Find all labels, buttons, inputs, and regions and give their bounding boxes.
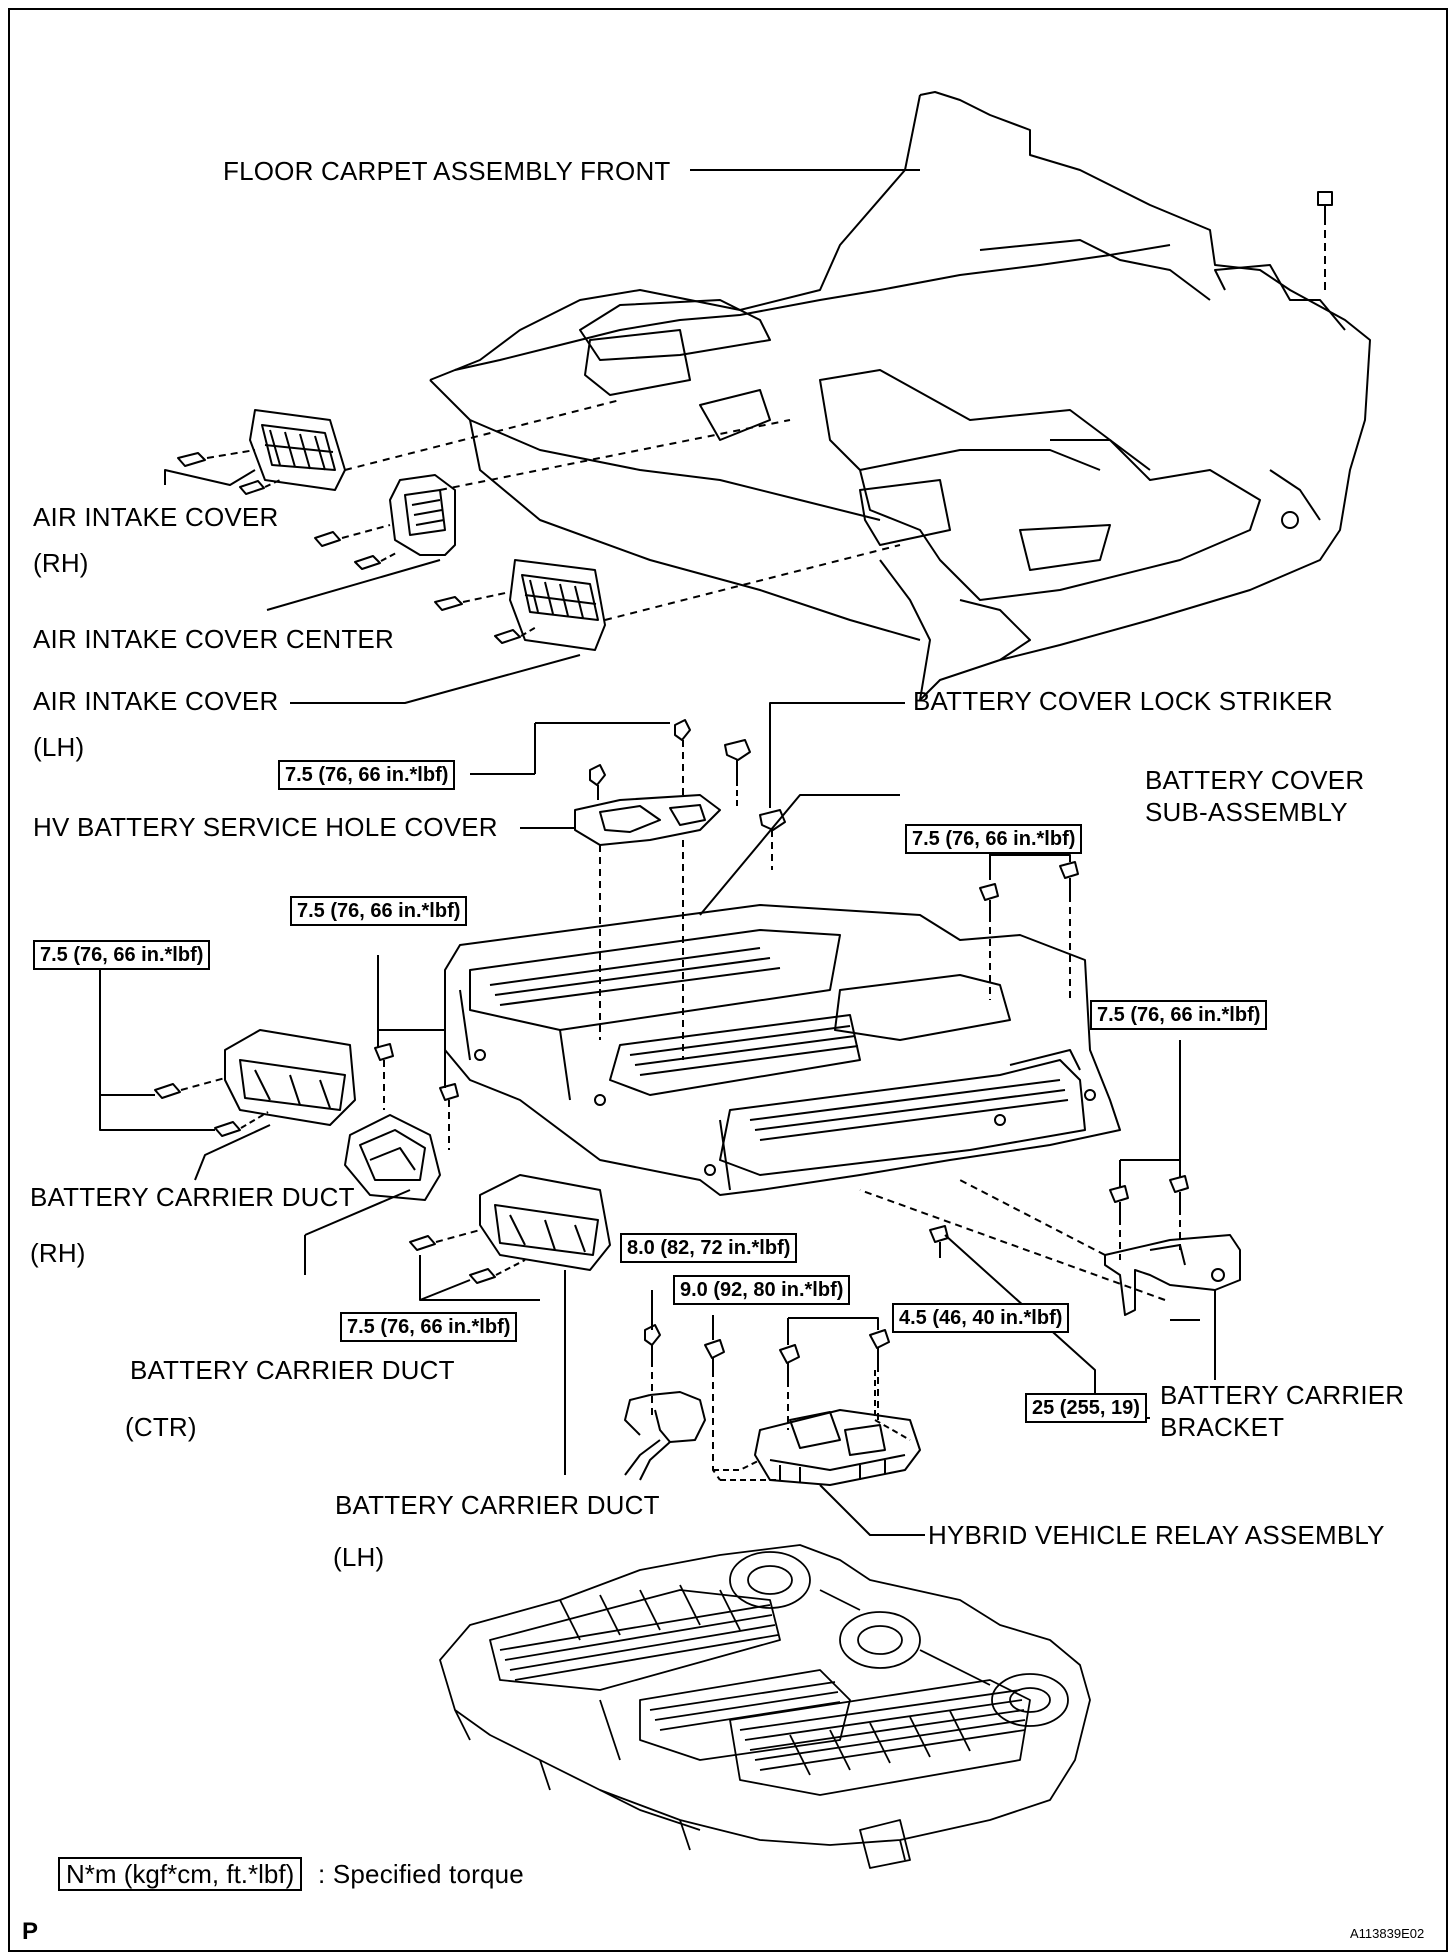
battery-cover-sub-assembly-label-line2: SUB-ASSEMBLY [1145, 797, 1348, 827]
hv-battery-assembly-drawing [439, 1544, 1091, 1869]
battery-carrier-bracket-label-line1: BATTERY CARRIER [1160, 1380, 1405, 1410]
battery-carrier-duct-lh-side-label: (LH) [333, 1542, 385, 1572]
lock-striker-drawing [724, 730, 786, 870]
battery-cover-sub-assembly-label-line1: BATTERY COVER [1145, 765, 1365, 795]
cover-right-bolts-drawing [979, 845, 1079, 1000]
torque-bracket: 7.5 (76, 66 in.*lbf) [1090, 1000, 1268, 1030]
page-mark: P [22, 1918, 39, 1945]
legend-specified-torque-text: : Specified torque [318, 1859, 524, 1889]
hv-battery-service-hole-cover-label: HV BATTERY SERVICE HOLE COVER [33, 812, 498, 842]
air-intake-cover-lh-drawing [290, 544, 901, 704]
battery-carrier-bracket-label-line2: BRACKET [1160, 1412, 1285, 1442]
torque-carrier-bracket: 25 (255, 19) [1025, 1393, 1147, 1423]
air-intake-cover-rh-drawing [164, 399, 621, 495]
legend-torque-unit-box: N*m (kgf*cm, ft.*lbf) [58, 1857, 303, 1891]
carrier-duct-lh-drawing [409, 1174, 611, 1475]
service-hole-cover-drawing [470, 719, 721, 1060]
torque-duct-ctr: 7.5 (76, 66 in.*lbf) [340, 1312, 518, 1342]
battery-carrier-duct-ctr-side-label: (CTR) [125, 1412, 197, 1442]
carpet-clip-drawing [1317, 191, 1333, 290]
battery-cover-drawing [444, 794, 1121, 1196]
battery-carrier-duct-rh-label: BATTERY CARRIER DUCT [30, 1182, 355, 1212]
air-intake-cover-lh-label: AIR INTAKE COVER [33, 686, 279, 716]
relay-assembly-drawing [624, 1290, 925, 1536]
hybrid-vehicle-relay-assembly-label: HYBRID VEHICLE RELAY ASSEMBLY [928, 1520, 1385, 1550]
torque-duct-rh-left: 7.5 (76, 66 in.*lbf) [33, 940, 211, 970]
air-intake-cover-rh-side-label: (RH) [33, 548, 89, 578]
air-intake-cover-rh-label: AIR INTAKE COVER [33, 502, 279, 532]
battery-carrier-duct-lh-label: BATTERY CARRIER DUCT [335, 1490, 660, 1520]
floor-carpet-drawing [429, 91, 1371, 701]
battery-carrier-duct-ctr-label: BATTERY CARRIER DUCT [130, 1355, 455, 1385]
figure-code: A113839E02 [1350, 1926, 1425, 1941]
torque-relay-right: 4.5 (46, 40 in.*lbf) [892, 1303, 1070, 1333]
battery-carrier-duct-rh-side-label: (RH) [30, 1238, 86, 1268]
carrier-bracket-drawing [859, 1040, 1241, 1400]
floor-carpet-label: FLOOR CARPET ASSEMBLY FRONT [223, 156, 671, 186]
torque-relay-left: 8.0 (82, 72 in.*lbf) [620, 1233, 798, 1263]
diagram-frame [8, 8, 1448, 1952]
carrier-duct-rh-drawing [99, 964, 356, 1181]
torque-cover-right: 7.5 (76, 66 in.*lbf) [905, 824, 1083, 854]
air-intake-cover-center-label: AIR INTAKE COVER CENTER [33, 624, 394, 654]
carrier-duct-ctr-drawing [304, 955, 459, 1275]
air-intake-cover-lh-side-label: (LH) [33, 732, 85, 762]
torque-duct-rh-upper: 7.5 (76, 66 in.*lbf) [290, 896, 468, 926]
air-intake-cover-center-drawing [266, 419, 791, 611]
torque-relay-mid: 9.0 (92, 80 in.*lbf) [673, 1275, 851, 1305]
torque-service-hole-cover: 7.5 (76, 66 in.*lbf) [278, 760, 456, 790]
battery-cover-lock-striker-label: BATTERY COVER LOCK STRIKER [913, 686, 1333, 716]
